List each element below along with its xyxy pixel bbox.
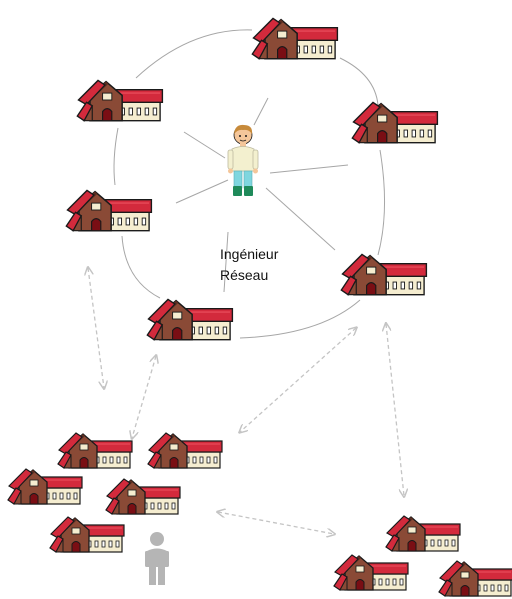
farm-building-icon xyxy=(57,432,133,469)
farm-building-icon xyxy=(65,189,153,232)
engineer-link xyxy=(269,164,349,174)
farm-building-icon xyxy=(251,17,339,60)
engineer-link xyxy=(223,231,229,293)
engineer-label-line1: Ingénieur xyxy=(220,246,279,262)
remote-link-arrow xyxy=(386,324,404,496)
remote-link-arrow xyxy=(240,328,356,432)
farm-building-icon xyxy=(147,432,223,469)
remote-link-arrow xyxy=(132,356,156,438)
engineer-label-line2: Réseau xyxy=(220,267,268,283)
engineer-link xyxy=(265,187,336,251)
farm-building-icon xyxy=(438,560,512,597)
right-cluster xyxy=(333,515,512,597)
ring-segment xyxy=(377,149,386,256)
farm-building-icon xyxy=(340,253,428,296)
farm-building-icon xyxy=(49,516,125,553)
engineer-links xyxy=(175,97,349,293)
farm-building-icon xyxy=(333,554,409,591)
remote-links xyxy=(88,268,404,534)
network-engineer: Ingénieur Réseau xyxy=(220,124,279,283)
farm-building-icon xyxy=(76,79,164,122)
engineer-link xyxy=(183,131,226,159)
network-ring xyxy=(113,29,386,339)
engineer-link xyxy=(253,97,269,126)
ring-segment xyxy=(121,235,161,299)
ring-segment xyxy=(113,127,119,186)
network-engineer-person-icon xyxy=(227,124,259,197)
remote-link-arrow xyxy=(88,268,104,388)
ring-segment xyxy=(135,29,253,79)
left-cluster xyxy=(7,432,223,585)
remote-link-arrow xyxy=(218,512,334,534)
farm-building-icon xyxy=(351,101,439,144)
person-silhouette-icon xyxy=(145,532,169,585)
farm-building-icon xyxy=(7,468,83,505)
ring-segment xyxy=(339,57,379,106)
farm-building-icon xyxy=(105,478,181,515)
ring-segment xyxy=(239,299,361,339)
engineer-link xyxy=(175,179,229,204)
farm-building-icon xyxy=(385,515,461,552)
farm-building-icon xyxy=(146,298,234,341)
